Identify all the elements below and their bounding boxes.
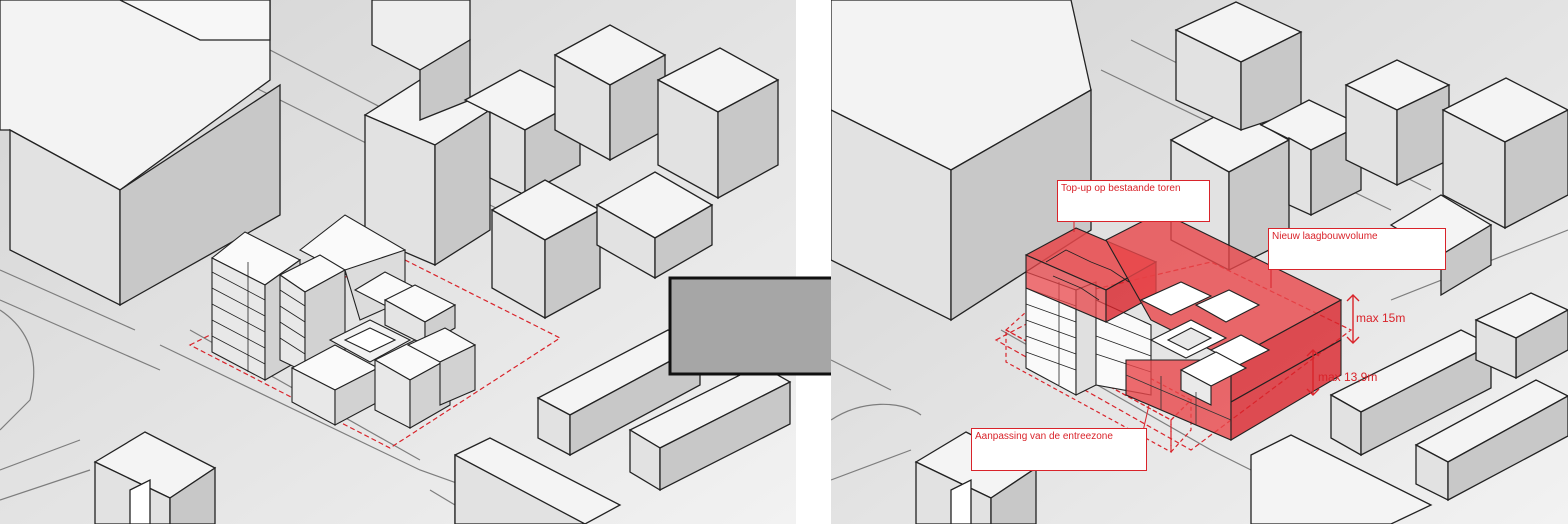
- building-tower-center: [363, 79, 492, 267]
- height-dimension-lower: [1306, 349, 1320, 396]
- new-low-rise-volume: [1105, 211, 1343, 441]
- height-label-upper: max 15m: [1356, 311, 1406, 325]
- height-label-lower: max 13,9m: [1318, 370, 1378, 384]
- existing-complex: [210, 214, 477, 429]
- proposal-panel: Top-up op bestaande toren Nieuw laagbouw…: [831, 0, 1568, 524]
- annotation-entrance-zone: Aanpassing van de entreezone: [971, 428, 1147, 471]
- building-cube-2: [553, 24, 667, 162]
- annotation-top-up: Top-up op bestaande toren: [1057, 180, 1210, 222]
- building-cube-4: [490, 179, 602, 320]
- building-slab-2: [628, 364, 792, 492]
- building-cube-1: [1259, 99, 1363, 217]
- height-dimension-upper: [1346, 294, 1360, 344]
- building-slab-3: [454, 437, 622, 524]
- existing-situation-panel: [0, 0, 796, 524]
- building-large-left: [0, 0, 281, 307]
- building-slab-1: [1329, 329, 1493, 457]
- building-cube-2: [1344, 59, 1451, 187]
- building-cube-5: [595, 171, 714, 280]
- building-slab-3: [1474, 292, 1568, 380]
- building-large-left: [831, 0, 1092, 322]
- building-cube-3: [1441, 77, 1568, 230]
- building-slab-2: [1414, 379, 1568, 502]
- building-slab-1: [536, 329, 702, 457]
- building-rear-center: [1174, 1, 1303, 132]
- existing-massing-drawing: [0, 0, 796, 524]
- proposal-massing-drawing: [831, 0, 1568, 524]
- building-cube-3: [656, 47, 780, 200]
- annotation-new-volume: Nieuw laagbouwvolume: [1268, 228, 1446, 270]
- building-slab-4: [1250, 434, 1433, 524]
- building-bottom-left: [93, 431, 217, 524]
- building-rear-center: [371, 0, 471, 121]
